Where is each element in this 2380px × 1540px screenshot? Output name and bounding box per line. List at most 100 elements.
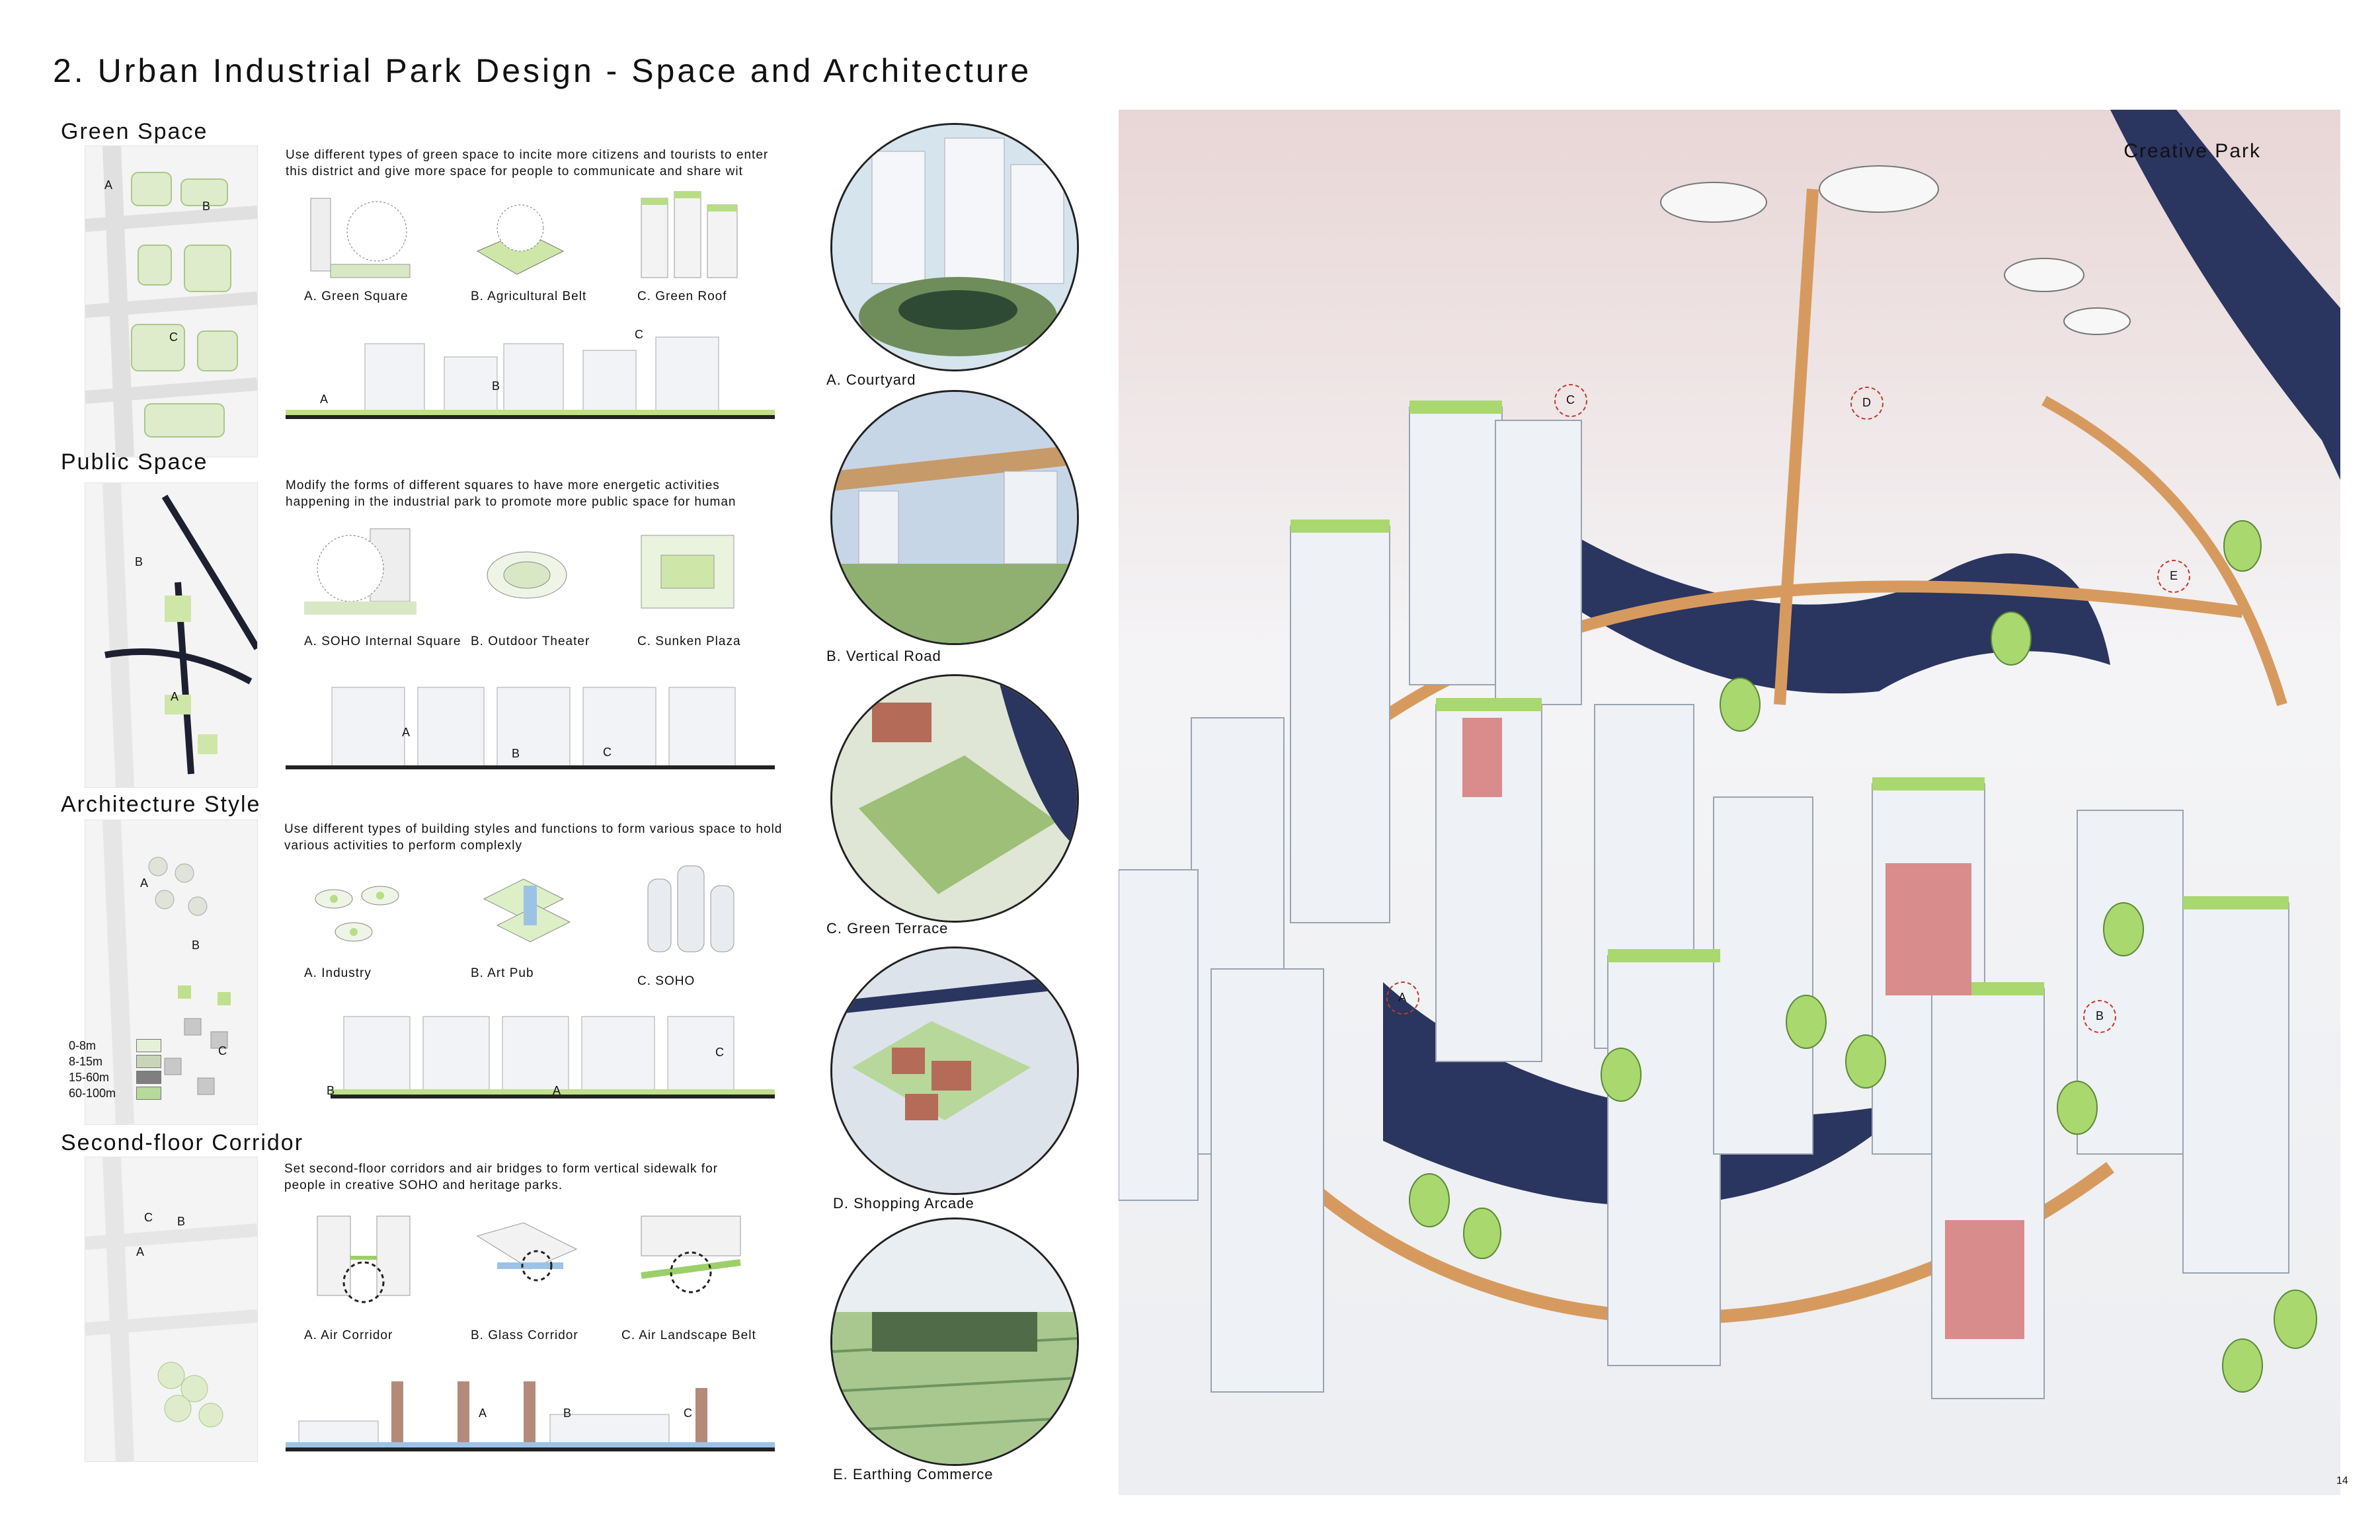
map-letter: A <box>136 1245 145 1258</box>
thumbnail-air-landscape-belt <box>635 1210 747 1315</box>
perspective-shopping-arcade <box>830 946 1079 1195</box>
section-letter: A <box>402 726 411 739</box>
section-heading-green-space: Green Space <box>61 119 208 144</box>
section-elevation-public-space <box>286 681 775 773</box>
thumbnail-air-corridor <box>304 1210 416 1315</box>
map-letter: C <box>218 1044 227 1058</box>
perspective-earthing-commerce <box>830 1217 1079 1466</box>
section-letter: C <box>603 746 612 759</box>
legend-label: 8-15m <box>69 1054 103 1068</box>
marker-letter: C <box>1566 393 1575 406</box>
site-map-architecture-style-drawing <box>102 820 231 1125</box>
section-letter: B <box>492 379 500 393</box>
marker-letter: A <box>1398 991 1407 1004</box>
legend-swatch <box>136 1055 161 1068</box>
marker-letter: B <box>2096 1009 2104 1022</box>
caption-outdoor-theater: B. Outdoor Theater <box>471 635 590 648</box>
caption-art-pub: B. Art Pub <box>471 966 534 980</box>
aerial-render: Creative Park C D E A B <box>1119 110 2340 1495</box>
section-elevation-second-floor-corridor <box>286 1375 775 1454</box>
section-letter: A <box>479 1406 487 1420</box>
map-letter: A <box>140 876 149 890</box>
section-elevation-architecture-style <box>331 1010 775 1102</box>
section-heading-public-space: Public Space <box>61 449 208 475</box>
thumbnail-soho <box>635 853 747 965</box>
section-letter: A <box>553 1084 561 1097</box>
caption-industry: A. Industry <box>304 966 372 980</box>
section-letter: B <box>327 1084 335 1097</box>
map-letter: B <box>202 200 211 213</box>
map-letter: C <box>144 1211 153 1224</box>
map-letter: B <box>135 555 143 568</box>
caption-courtyard: A. Courtyard <box>826 371 916 388</box>
marker-letter: D <box>1862 396 1871 409</box>
map-letter: B <box>177 1215 186 1228</box>
thumbnail-agricultural-belt <box>471 192 570 284</box>
map-letter: C <box>169 330 178 344</box>
page-title: 2. Urban Industrial Park Design - Space … <box>53 52 1032 89</box>
map-letter: A <box>171 690 179 703</box>
perspective-courtyard <box>830 123 1079 371</box>
caption-green-terrace: C. Green Terrace <box>826 920 949 937</box>
perspective-green-terrace <box>830 674 1079 923</box>
section-heading-architecture-style: Architecture Style <box>61 792 261 817</box>
section-description: Modify the forms of different squares to… <box>286 479 736 509</box>
thumbnail-art-pub <box>471 859 583 958</box>
site-map-green-space <box>85 145 258 457</box>
legend-label: 60-100m <box>69 1086 116 1100</box>
site-map-second-floor-corridor-drawing <box>85 1157 258 1462</box>
caption-green-square: A. Green Square <box>304 289 409 303</box>
section-elevation-green-space <box>286 330 775 423</box>
legend-swatch <box>136 1087 161 1100</box>
section-description: Set second-floor corridors and air bridg… <box>284 1162 718 1192</box>
caption-air-landscape-belt: C. Air Landscape Belt <box>621 1328 756 1342</box>
legend-row: 0-8m <box>69 1038 161 1054</box>
marker-letter: E <box>2170 569 2178 582</box>
page-number: 14 <box>2336 1475 2348 1486</box>
legend-row: 8-15m <box>69 1054 161 1069</box>
legend-row: 60-100m <box>69 1085 161 1101</box>
map-letter: B <box>192 939 200 952</box>
legend-swatch <box>136 1071 161 1084</box>
section-heading-second-floor-corridor: Second-floor Corridor <box>61 1130 304 1155</box>
legend-swatch <box>136 1039 161 1052</box>
site-map-second-floor-corridor <box>85 1157 258 1462</box>
legend-label: 15-60m <box>69 1070 110 1084</box>
thumbnail-industry <box>304 859 416 958</box>
site-map-public-space <box>85 482 260 788</box>
thumbnail-green-roof <box>635 185 747 284</box>
perspective-vertical-road <box>830 390 1079 645</box>
section-letter: C <box>684 1406 692 1420</box>
section-description: Use different types of green space to in… <box>286 148 769 178</box>
section-letter: B <box>512 747 520 760</box>
section-letter: C <box>635 328 643 341</box>
section-letter: C <box>715 1046 724 1059</box>
site-map-architecture-style <box>85 820 258 1125</box>
caption-agricultural-belt: B. Agricultural Belt <box>471 289 587 303</box>
legend-label: 0-8m <box>69 1038 97 1052</box>
caption-earthing-commerce: E. Earthing Commerce <box>833 1466 994 1482</box>
thumbnail-green-square <box>304 192 416 284</box>
caption-sunken-plaza: C. Sunken Plaza <box>637 635 741 648</box>
caption-shopping-arcade: D. Shopping Arcade <box>833 1195 974 1212</box>
aerial-render-drawing <box>1119 110 2340 1495</box>
legend-row: 15-60m <box>69 1069 161 1085</box>
caption-air-corridor: A. Air Corridor <box>304 1328 393 1342</box>
section-letter: A <box>320 393 329 406</box>
caption-green-roof: C. Green Roof <box>637 289 727 303</box>
section-letter: B <box>563 1406 572 1420</box>
section-description: Use different types of building styles a… <box>284 822 783 853</box>
caption-vertical-road: B. Vertical Road <box>826 648 941 664</box>
thumbnail-outdoor-theater <box>471 522 583 621</box>
thumbnail-soho-internal-square <box>304 522 416 621</box>
caption-soho-internal-square: A. SOHO Internal Square <box>304 635 461 648</box>
site-map-public-space-drawing <box>102 482 260 788</box>
thumbnail-sunken-plaza <box>635 522 747 621</box>
site-map-green-space-drawing <box>85 145 258 457</box>
label-creative-park: Creative Park <box>2123 140 2261 162</box>
caption-glass-corridor: B. Glass Corridor <box>471 1328 578 1342</box>
thumbnail-glass-corridor <box>471 1210 583 1315</box>
caption-soho: C. SOHO <box>637 974 695 988</box>
height-legend: 0-8m 8-15m 15-60m 60-100m <box>69 1038 161 1101</box>
map-letter: A <box>104 178 113 192</box>
